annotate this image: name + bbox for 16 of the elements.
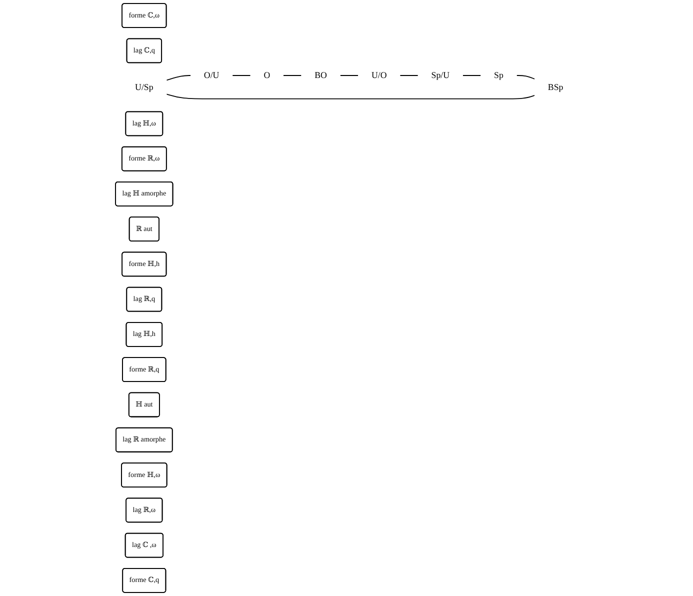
connector <box>400 75 419 76</box>
connector <box>166 94 536 100</box>
node-text: BSp <box>548 82 564 92</box>
node-text: U/Sp <box>135 82 154 92</box>
node-text: O <box>264 70 271 80</box>
connector <box>516 75 536 80</box>
connector <box>340 75 359 76</box>
connector <box>166 75 192 81</box>
connector <box>283 75 302 76</box>
node-text: O/U <box>204 70 220 80</box>
connector <box>232 75 252 76</box>
node-text: Sp/U <box>432 70 450 80</box>
node-text: Sp <box>494 70 504 80</box>
node-text: U/O <box>372 70 388 80</box>
node-text: BO <box>315 70 328 80</box>
connector <box>462 75 482 76</box>
